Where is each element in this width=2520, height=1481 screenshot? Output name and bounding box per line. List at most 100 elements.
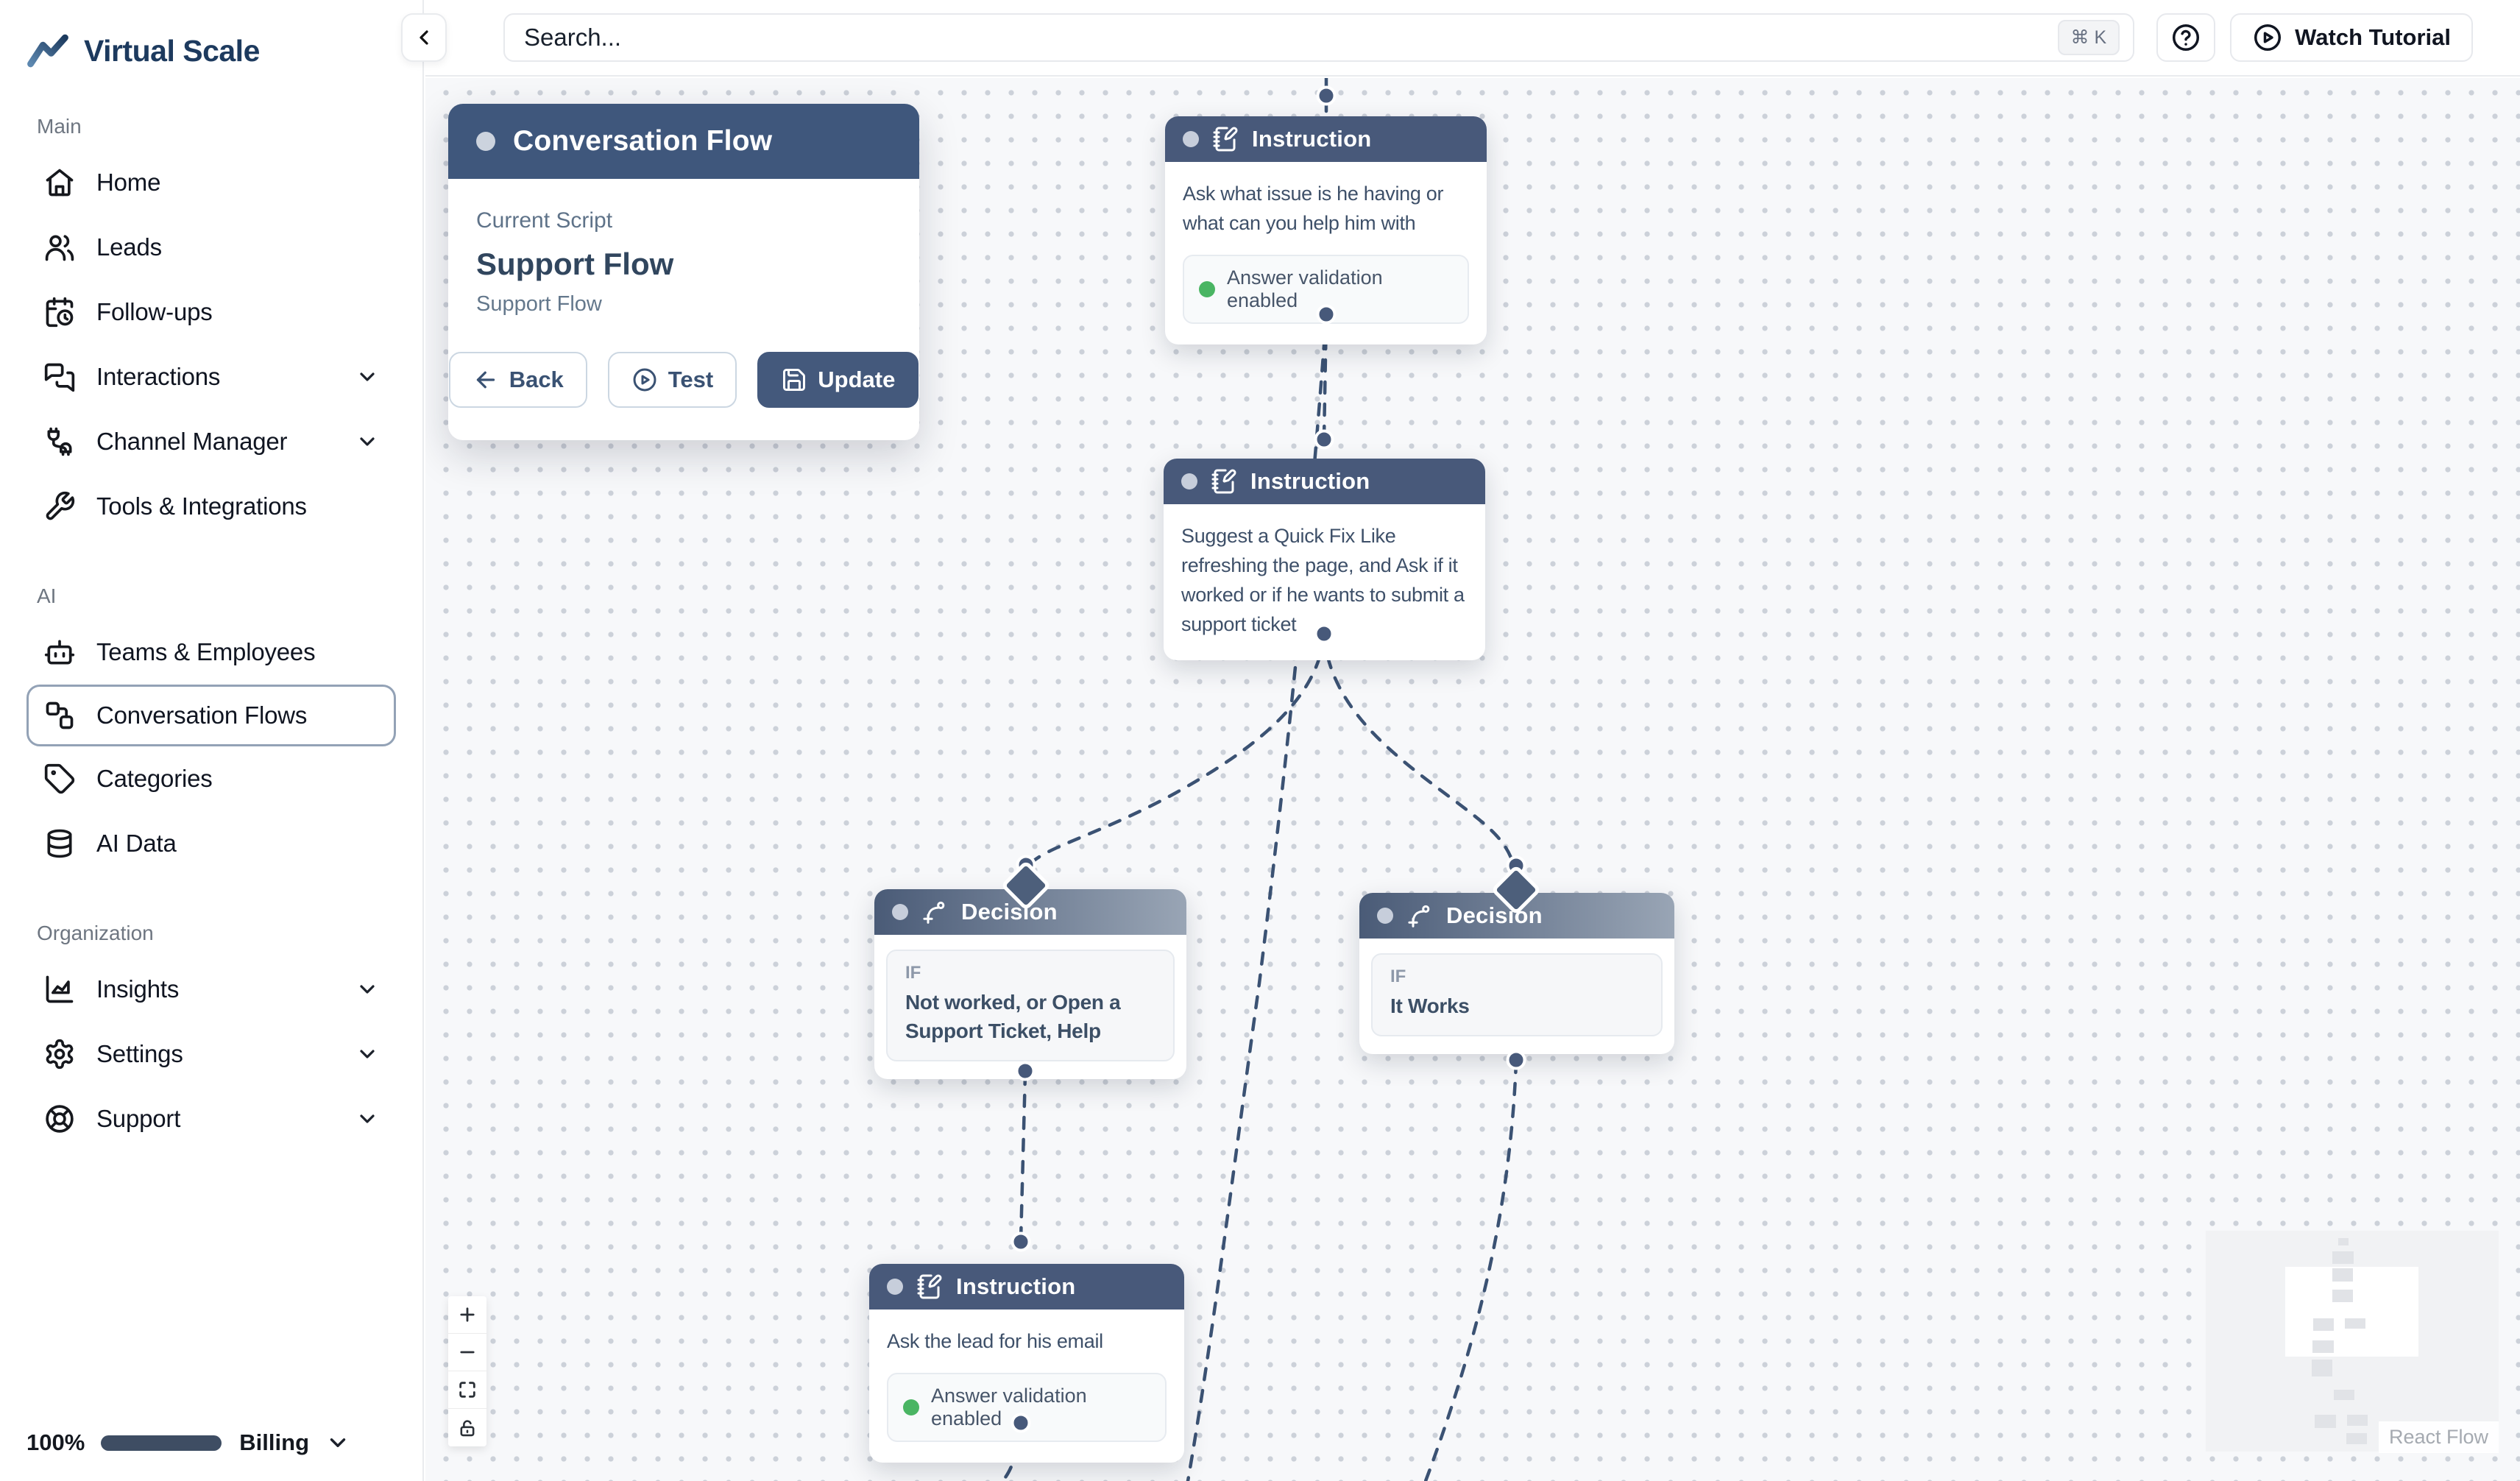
sidebar-item-label: Interactions [96,363,221,390]
back-button[interactable]: Back [448,352,587,408]
chevron-left-icon [412,26,436,49]
edge-instruction-2-to-decision-right[interactable] [1322,633,1517,872]
section-label-ai: AI [37,584,57,607]
node-handle[interactable] [1016,855,1036,875]
node-instruction-3[interactable]: Instruction Ask the lead for his email A… [869,1264,1184,1463]
chevron-down-icon[interactable] [325,1430,350,1455]
split-branch-icon [1406,902,1433,929]
sidebar-item-leads[interactable]: Leads [26,215,396,280]
sidebar: Virtual Scale Main Home Leads Follow-ups [0,0,424,1481]
sidebar-item-support[interactable]: Support [26,1086,396,1151]
current-script-label: Current Script [476,208,613,233]
minimap-node [2332,1290,2353,1303]
node-body: IF It Works [1359,939,1674,1054]
life-buoy-icon [43,1103,76,1135]
minimap-node [2332,1251,2354,1264]
node-instruction-2[interactable]: Instruction Suggest a Quick Fix Like ref… [1164,459,1485,660]
if-label: IF [905,963,921,983]
node-type-label: Instruction [1252,126,1372,152]
notebook-pen-icon [916,1273,943,1300]
notebook-pen-icon [1212,126,1239,152]
sidebar-item-categories[interactable]: Categories [26,746,396,811]
node-type-label: Decision [961,899,1058,925]
sidebar-nav: Main Home Leads Follow-ups Interactions [26,115,396,1151]
node-status-dot [887,1279,903,1295]
node-instruction-1[interactable]: Instruction Ask what issue is he having … [1165,116,1487,344]
sidebar-item-follow-ups[interactable]: Follow-ups [26,280,396,344]
sidebar-item-home[interactable]: Home [26,150,396,215]
save-icon [781,367,807,393]
chevron-down-icon [355,1107,379,1131]
if-label: IF [1390,966,1406,986]
sidebar-item-label: Leads [96,233,162,261]
watch-tutorial-button[interactable]: Watch Tutorial [2230,13,2473,62]
sidebar-item-teams-employees[interactable]: Teams & Employees [26,620,396,685]
minimap-node [2315,1414,2336,1428]
sidebar-collapse-button[interactable] [401,13,447,62]
topbar: ⌘ K Watch Tutorial [425,0,2520,77]
zoom-out-button[interactable] [448,1334,486,1371]
node-decision-right[interactable]: Decision IF It Works [1359,893,1674,1055]
node-header: Instruction [1164,459,1485,504]
sidebar-item-label: Insights [96,975,180,1003]
sidebar-item-label: Categories [96,765,213,792]
sidebar-item-settings[interactable]: Settings [26,1022,396,1086]
sidebar-item-insights[interactable]: Insights [26,957,396,1022]
node-header: Instruction [1165,116,1487,162]
minimap-node [2334,1390,2354,1400]
node-type-label: Instruction [956,1273,1076,1299]
test-button-label: Test [668,367,714,392]
validation-dot-icon [903,1399,919,1415]
edge-decision-left-to-instruction-3[interactable] [1019,1071,1027,1243]
sidebar-item-channel-manager[interactable]: Channel Manager [26,409,396,474]
edge-instruction-2-to-decision-left[interactable] [1024,633,1326,872]
node-status-dot [1183,131,1199,147]
chevron-down-icon [355,430,379,453]
zoom-in-button[interactable] [448,1296,486,1334]
node-type-label: Decision [1446,902,1543,928]
react-flow-attribution[interactable]: React Flow [2378,1421,2499,1453]
minimap-node [2337,1238,2349,1246]
minimap[interactable]: React Flow [2206,1231,2499,1453]
node-decision-left[interactable]: Decision IF Not worked, or Open a Suppor… [874,889,1186,1080]
search-input[interactable] [524,24,2058,52]
edge-decision-right-to-bottom[interactable] [1423,1059,1518,1481]
node-header: Instruction [869,1264,1184,1309]
sidebar-footer: 100% Billing [26,1429,396,1456]
node-instruction-text: Suggest a Quick Fix Like refreshing the … [1181,525,1465,635]
node-type-label: Instruction [1250,468,1370,494]
node-body: IF Not worked, or Open a Support Ticket,… [874,935,1186,1079]
help-circle-icon [2170,22,2201,53]
update-button-label: Update [818,367,896,392]
update-button[interactable]: Update [757,352,919,408]
node-handle[interactable] [1506,855,1526,876]
usage-percent: 100% [26,1429,85,1455]
panel-body: Current Script Support Flow Support Flow… [448,179,919,440]
maximize-icon [457,1379,478,1400]
fit-view-button[interactable] [448,1371,486,1409]
minus-icon [457,1342,478,1362]
minimap-viewport[interactable] [2285,1266,2418,1357]
billing-label[interactable]: Billing [239,1429,310,1455]
messages-icon [43,361,76,393]
sidebar-item-interactions[interactable]: Interactions [26,344,396,409]
brand: Virtual Scale [26,32,396,69]
node-status-dot [892,904,908,920]
panel-status-dot [476,132,495,151]
help-button[interactable] [2156,13,2216,62]
sidebar-item-conversation-flows[interactable]: Conversation Flows [26,685,396,746]
wrench-icon [43,490,76,523]
minimap-node [2346,1433,2368,1445]
minimap-node [2313,1318,2335,1331]
notebook-pen-icon [1211,468,1237,495]
node-status-dot [1181,473,1197,489]
node-body: Ask what issue is he having or what can … [1165,162,1487,344]
sidebar-item-tools-integrations[interactable]: Tools & Integrations [26,474,396,539]
sidebar-item-label: Follow-ups [96,298,213,325]
edge-instruction-1-to-bottom[interactable] [1186,314,1328,1481]
flow-canvas[interactable]: Instruction Ask what issue is he having … [425,78,2520,1481]
lock-button[interactable] [448,1409,486,1446]
split-branch-icon [921,899,948,925]
test-button[interactable]: Test [607,352,737,408]
sidebar-item-ai-data[interactable]: AI Data [26,811,396,876]
